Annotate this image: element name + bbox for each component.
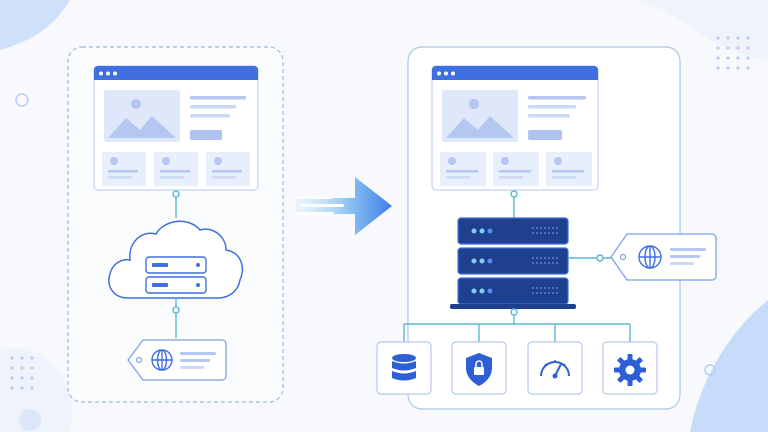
domain-tag-left — [127, 339, 227, 381]
blob-top-right — [640, 0, 768, 60]
image-placeholder-icon — [104, 90, 180, 142]
service-settings — [602, 341, 658, 395]
dot-grid-bottom-left — [10, 356, 34, 390]
dot-grid-top-right — [716, 36, 750, 70]
content-card — [546, 152, 592, 186]
content-card — [493, 152, 539, 186]
connector-node — [596, 254, 604, 262]
window-dot — [444, 71, 448, 76]
globe-icon — [638, 245, 662, 269]
database-icon — [392, 354, 416, 381]
speed-line — [296, 212, 334, 215]
service-database — [376, 341, 432, 395]
connector-node — [172, 306, 180, 314]
speed-line — [296, 196, 332, 199]
connector-node — [172, 190, 180, 198]
ring-decor — [15, 93, 29, 107]
server-rack-icon — [450, 217, 576, 309]
service-connectors — [403, 309, 631, 342]
ring-decor — [704, 364, 716, 376]
blob-bottom-right — [690, 300, 768, 432]
cloud-server-icon — [108, 220, 244, 299]
blob-bottom-left — [0, 347, 73, 432]
blob-top-left — [0, 0, 70, 50]
domain-tag-right — [610, 233, 717, 281]
cta-button-placeholder — [190, 130, 222, 140]
window-dot — [451, 71, 455, 76]
window-dot — [106, 71, 110, 76]
website-mockup-right — [431, 65, 599, 191]
cta-button-placeholder — [528, 130, 562, 140]
service-security — [451, 341, 507, 395]
connector-node — [510, 308, 518, 316]
globe-icon — [151, 349, 173, 371]
service-performance — [527, 341, 583, 395]
content-card — [440, 152, 486, 186]
gear-icon — [614, 354, 646, 386]
image-placeholder-icon — [442, 90, 518, 142]
speed-line — [300, 204, 344, 207]
arrow-right-icon — [296, 177, 392, 235]
dot-decor — [19, 409, 41, 431]
website-mockup-left — [93, 65, 259, 191]
window-dot — [437, 71, 441, 76]
connector-node — [510, 190, 518, 198]
window-dot — [113, 71, 117, 76]
window-dot — [99, 71, 103, 76]
shield-lock-icon — [466, 353, 492, 386]
